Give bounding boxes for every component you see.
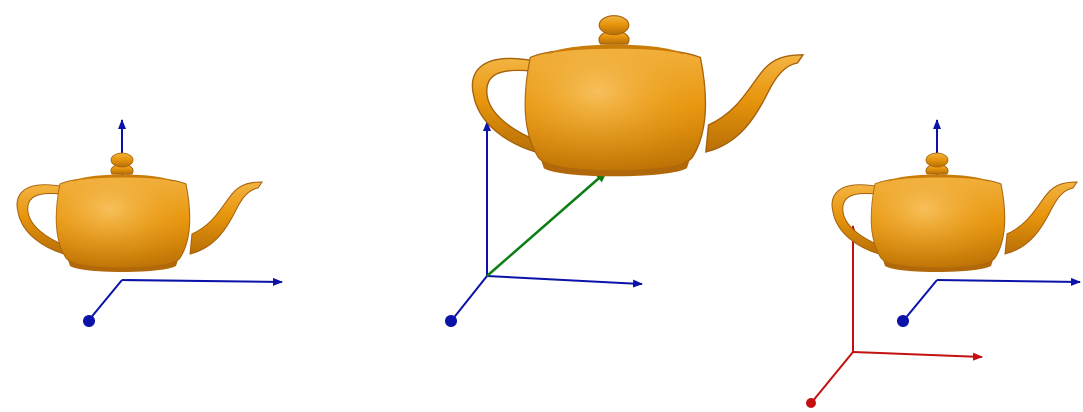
blue-z-axis-endpoint: [445, 315, 457, 327]
blue-z-axis: [904, 280, 937, 320]
teapot-icon: [832, 153, 1077, 272]
red-x-axis: [853, 352, 982, 357]
blue-x-axis: [122, 280, 282, 282]
blue-z-axis: [452, 276, 487, 320]
blue-z-axis-endpoint: [83, 315, 95, 327]
teapot-icon: [17, 153, 262, 272]
blue-z-axis: [89, 280, 122, 320]
blue-x-axis: [487, 276, 642, 284]
red-z-axis: [812, 352, 853, 402]
red-z-axis-endpoint: [806, 398, 816, 408]
teapot-icon: [472, 16, 803, 177]
panel-2-translated-frame: [445, 16, 803, 327]
translation-vector: [487, 172, 606, 276]
blue-z-axis-endpoint: [897, 315, 909, 327]
panel-3-two-frames: [806, 120, 1080, 408]
panel-1-local-frame: [17, 120, 282, 327]
blue-x-axis: [937, 280, 1080, 282]
